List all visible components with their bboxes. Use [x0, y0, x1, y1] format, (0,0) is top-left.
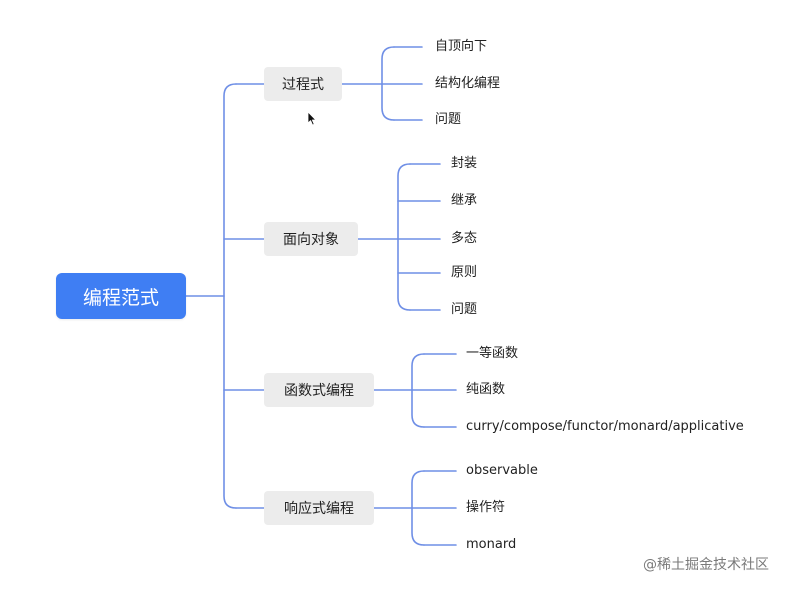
leaf-node[interactable]: 继承 [451, 193, 478, 208]
leaf-node[interactable]: 原则 [451, 265, 478, 280]
leaf-node[interactable]: monard [466, 537, 517, 552]
leaf-node[interactable]: 问题 [451, 302, 478, 317]
watermark: @稀土掘金技术社区 [643, 557, 769, 573]
leaf-node[interactable]: 操作符 [466, 500, 506, 515]
branch-node-procedural[interactable]: 过程式 [264, 67, 342, 101]
arrow-pointer-icon [307, 111, 317, 126]
branch-node-oop[interactable]: 面向对象 [264, 222, 358, 256]
leaf-node[interactable]: observable [466, 463, 538, 478]
connector-b2-bracket [397, 163, 411, 311]
leaf-node[interactable]: 纯函数 [466, 382, 506, 397]
leaf-node[interactable]: 封装 [451, 156, 478, 171]
root-node[interactable]: 编程范式 [56, 273, 186, 319]
leaf-node[interactable]: 自顶向下 [435, 39, 488, 54]
leaf-node[interactable]: 多态 [451, 231, 478, 246]
leaf-node[interactable]: 一等函数 [466, 346, 519, 361]
branch-node-reactive[interactable]: 响应式编程 [264, 491, 374, 525]
leaf-node[interactable]: 问题 [435, 112, 462, 127]
leaf-node[interactable]: 结构化编程 [435, 76, 501, 91]
connector-spine [223, 83, 237, 509]
leaf-node[interactable]: curry/compose/functor/monard/applicative [466, 419, 744, 434]
branch-node-functional[interactable]: 函数式编程 [264, 373, 374, 407]
